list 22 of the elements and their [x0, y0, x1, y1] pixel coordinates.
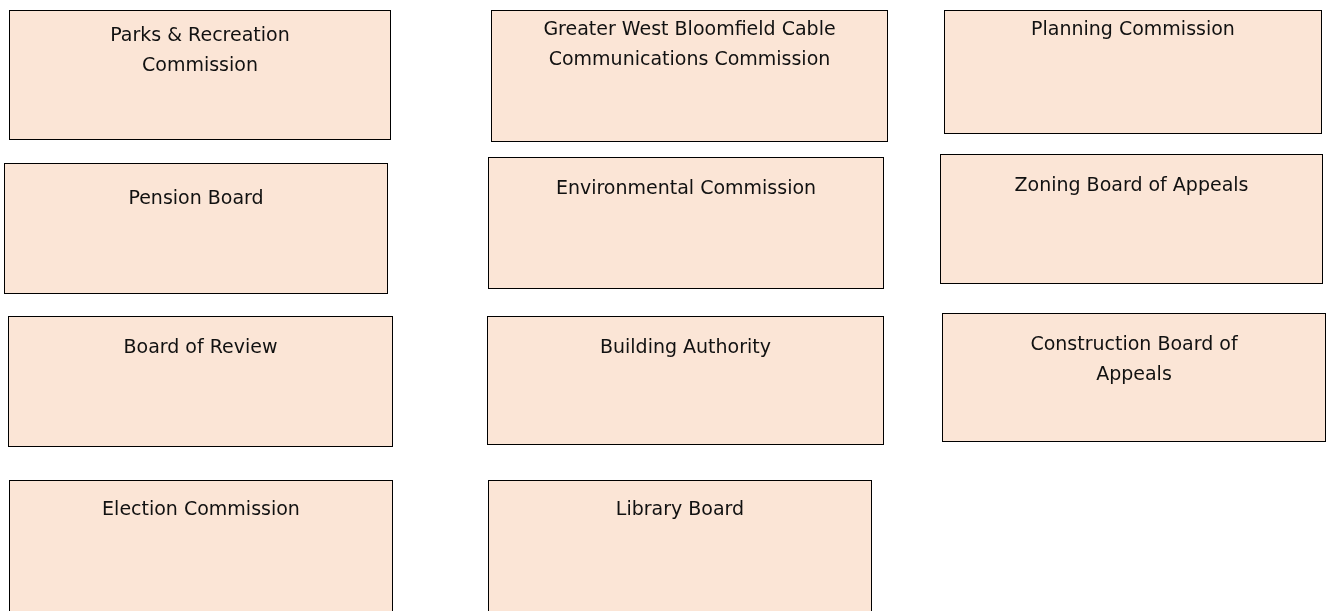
committee-name: Planning Commission: [1031, 16, 1235, 41]
committee-name: Pension Board: [128, 185, 264, 210]
committee-box: [4, 163, 388, 294]
committee-box: [9, 480, 393, 611]
committee-box: [488, 480, 872, 611]
committee-name: Board of Review: [123, 334, 278, 359]
committee-name: Building Authority: [599, 334, 772, 359]
committee-name: Parks & Recreation Commission: [109, 22, 291, 77]
committee-box: [9, 10, 391, 140]
committee-box: [944, 10, 1322, 134]
committee-name: Construction Board of Appeals: [1029, 331, 1239, 386]
committee-name: Greater West Bloomfield Cable Communications Commission: [542, 16, 837, 71]
committee-name: Environmental Commission: [555, 175, 817, 200]
committee-box: [940, 154, 1323, 284]
committee-box: [488, 157, 884, 289]
committee-name: Library Board: [615, 496, 745, 521]
committee-box: [942, 313, 1326, 442]
committee-name: Election Commission: [102, 496, 300, 521]
committee-box: [8, 316, 393, 447]
committee-box: [491, 10, 888, 142]
committee-name: Zoning Board of Appeals: [1014, 172, 1249, 197]
committee-box: [487, 316, 884, 445]
